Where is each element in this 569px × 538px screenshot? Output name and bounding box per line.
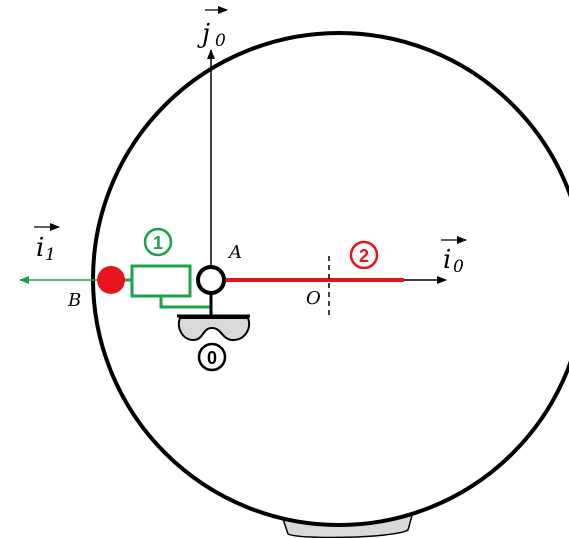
part-0-number: 0 [207,348,217,368]
part-0-marker: 0 [197,342,227,372]
slider-1-body [130,264,192,298]
i0-label-subscript: 0 [453,257,464,277]
point-o-label: O [306,288,321,309]
j0-label: j 0 [197,6,228,51]
j0-label-subscript: 0 [215,31,226,51]
part-2-marker: 2 [349,240,379,270]
point-b-dot [97,266,125,294]
i1-label-subscript: 1 [45,245,56,265]
point-b-label: B [67,290,81,311]
part-1-number: 1 [153,233,163,253]
part-2-number: 2 [359,246,369,266]
j0-label-letter: j [197,19,210,49]
i1-label: i 1 [34,223,60,265]
ground-hatch-shape [177,317,251,342]
i1-label-letter: i [36,233,44,263]
i0-label: i 0 [441,236,467,277]
pivot-a [196,265,226,295]
i0-label-letter: i [443,245,451,275]
part-1-marker: 1 [143,227,173,257]
point-a-label: A [227,242,242,263]
